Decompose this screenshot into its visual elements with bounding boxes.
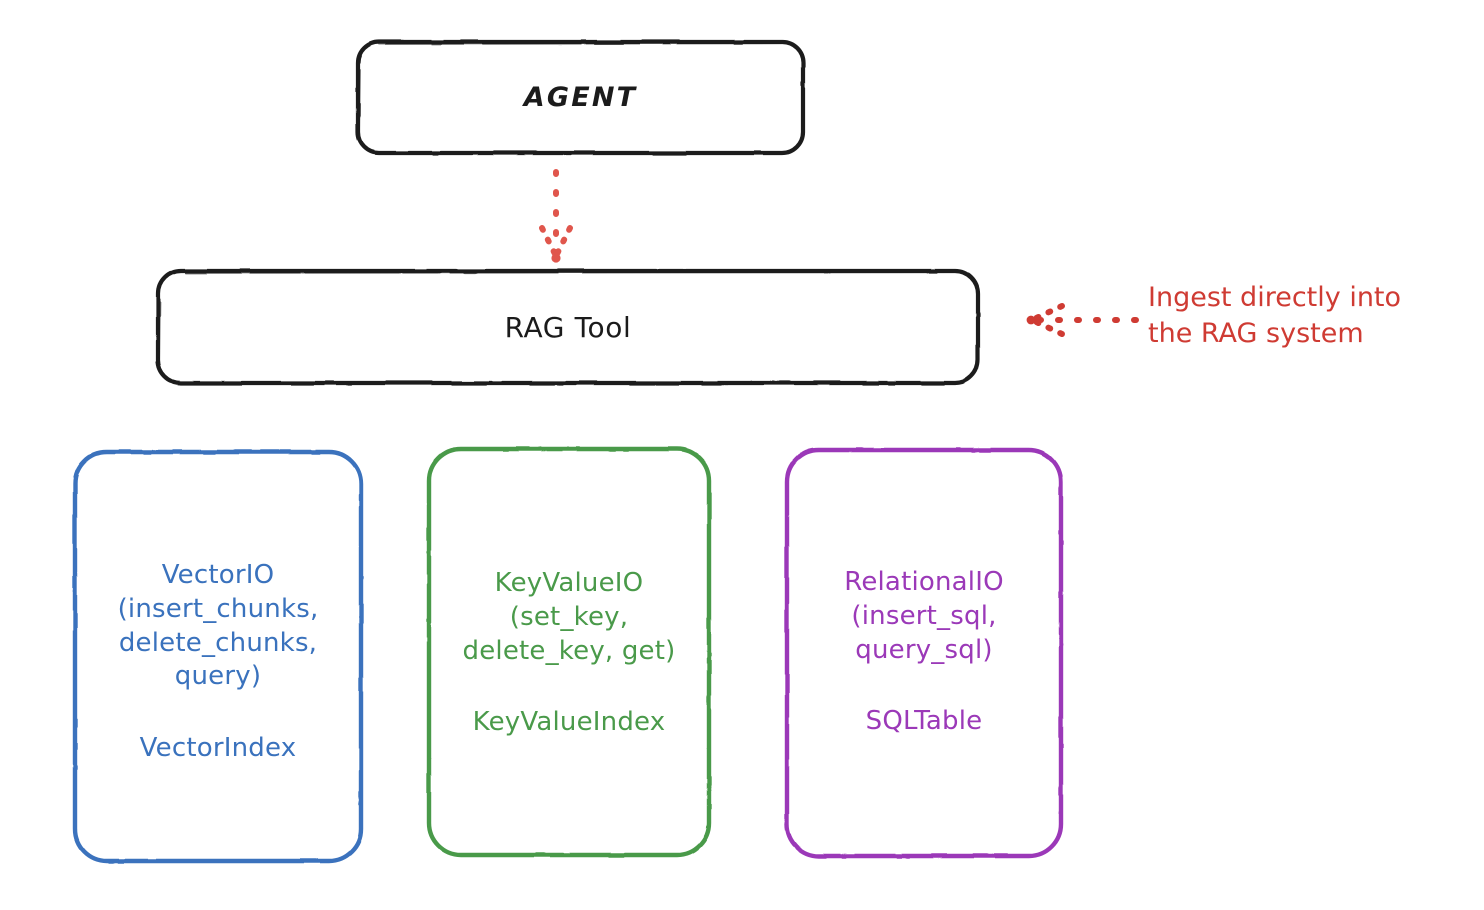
key-value-io-card[interactable]: KeyValueIO (set_key, delete_key, get) Ke…	[427, 447, 711, 856]
rag-tool-label: RAG Tool	[504, 310, 632, 344]
ingest-annotation-text: Ingest directly into the RAG system	[1148, 282, 1402, 349]
vector-io-card[interactable]: VectorIO (insert_chunks, delete_chunks, …	[73, 450, 363, 863]
key-value-index-label: KeyValueIndex	[472, 707, 666, 738]
agent-box[interactable]: AGENT	[357, 41, 804, 154]
agent-label: AGENT	[523, 82, 638, 113]
sql-table-label: SQLTable	[865, 706, 983, 737]
key-value-io-api-label: KeyValueIO (set_key, delete_key, get)	[462, 567, 676, 666]
relational-io-card[interactable]: RelationalIO (insert_sql, query_sql) SQL…	[785, 448, 1063, 857]
relational-io-api-label: RelationalIO (insert_sql, query_sql)	[844, 566, 1004, 665]
rag-tool-box[interactable]: RAG Tool	[157, 270, 979, 384]
agent-to-rag-connector	[539, 169, 573, 263]
ingest-to-rag-connector	[1026, 303, 1139, 337]
vector-index-label: VectorIndex	[139, 733, 297, 764]
vector-io-api-label: VectorIO (insert_chunks, delete_chunks, …	[117, 560, 319, 692]
